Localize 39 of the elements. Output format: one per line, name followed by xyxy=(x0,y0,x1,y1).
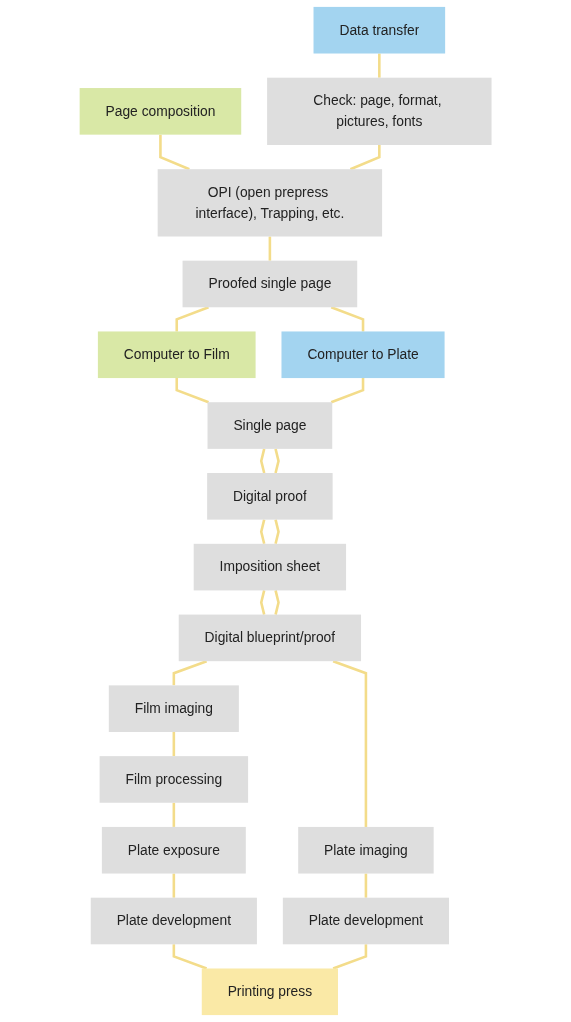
connector xyxy=(259,590,266,615)
connector xyxy=(259,448,266,474)
connector xyxy=(175,378,209,404)
node-box: Digital proof xyxy=(207,473,333,520)
connector xyxy=(274,448,280,474)
connector xyxy=(172,873,176,898)
connector xyxy=(172,802,176,827)
node-box: Check: page, format, pictures, fonts xyxy=(267,77,492,145)
connector xyxy=(349,145,381,171)
node-box: Proofed single page xyxy=(182,260,358,308)
node-box: Plate development xyxy=(282,897,449,945)
node-box: Computer to Plate xyxy=(281,331,445,379)
node-box: Digital blueprint/proof xyxy=(178,614,361,662)
connector xyxy=(175,306,209,332)
connector xyxy=(364,873,368,898)
connector xyxy=(259,519,266,545)
node-box: Computer to Film xyxy=(97,331,256,379)
node-box: Printing press xyxy=(201,968,338,1016)
connector xyxy=(332,944,368,970)
node-box: Plate imaging xyxy=(298,826,434,874)
node-box: Film imaging xyxy=(108,685,239,732)
connector xyxy=(330,306,365,332)
connector xyxy=(377,53,381,78)
node-box: Page composition xyxy=(79,88,242,135)
connector xyxy=(330,378,365,404)
connector xyxy=(172,944,207,970)
connector xyxy=(274,590,280,615)
node-box: Single page xyxy=(207,402,333,449)
connector xyxy=(274,519,280,545)
connector xyxy=(172,659,207,686)
node-box: Imposition sheet xyxy=(193,543,346,591)
node-box: Film processing xyxy=(99,756,248,803)
node-box: OPI (open prepress interface), Trapping, etc. xyxy=(157,169,382,237)
connector xyxy=(172,731,176,757)
node-box: Plate exposure xyxy=(101,826,246,874)
node-box: Data transfer xyxy=(313,6,446,54)
connector xyxy=(268,236,272,261)
connector xyxy=(332,659,368,827)
node-box: Plate development xyxy=(90,897,257,945)
